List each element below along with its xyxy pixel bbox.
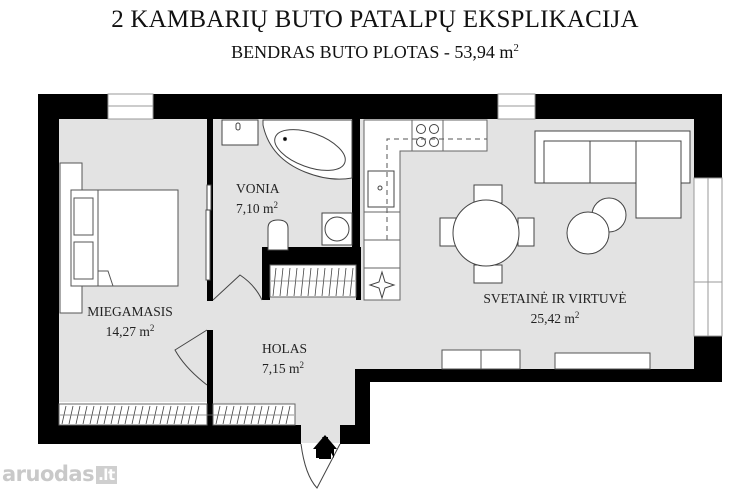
wall-closet-left <box>262 247 270 300</box>
wall-closet-right <box>356 247 361 300</box>
wall-bottom-left <box>38 425 301 444</box>
watermark-text: aruodas <box>2 462 95 486</box>
wardrobe-hatching <box>60 405 294 425</box>
washing-machine-icon <box>321 212 353 246</box>
hob-star-icon <box>368 270 396 300</box>
poufs <box>566 197 627 255</box>
room-label-holas: HOLAS 7,15 m2 <box>262 340 342 377</box>
kitchen-counter <box>363 119 488 301</box>
total-area-subtitle: BENDRAS BUTO PLOTAS - 53,94 m2 <box>0 42 750 63</box>
wall-bath-closet <box>262 247 360 265</box>
room-area: 7,15 m2 <box>262 357 342 377</box>
superscript: 2 <box>273 200 279 210</box>
room-label-vonia: VONIA 7,10 m2 <box>236 180 316 217</box>
room-area: 25,42 m2 <box>470 307 640 327</box>
area-value: 7,10 m <box>236 201 274 216</box>
toilet-icon <box>267 219 289 251</box>
area-value: 14,27 m <box>105 324 150 339</box>
total-area-text: BENDRAS BUTO PLOTAS - 53,94 m <box>231 42 514 62</box>
door-bathroom <box>212 274 263 301</box>
room-label-svetaine: SVETAINĖ IR VIRTUVĖ 25,42 m2 <box>470 290 640 327</box>
bed-icon <box>59 162 211 314</box>
room-name: VONIA <box>236 181 280 196</box>
room-name: SVETAINĖ IR VIRTUVĖ <box>483 291 627 306</box>
watermark-badge: .lt <box>96 466 117 484</box>
door-bedroom-wardrobe <box>205 209 211 281</box>
kitchen-sink-icon <box>367 170 395 208</box>
wall-top-mid <box>153 94 498 119</box>
dining-table-icon <box>439 184 535 284</box>
superscript: 2 <box>513 42 519 54</box>
walls <box>38 94 722 444</box>
area-value: 25,42 m <box>530 311 575 326</box>
bathroom-fixtures <box>206 119 353 251</box>
wall-bath-kitchen <box>352 119 360 295</box>
bathtub-icon <box>262 119 353 180</box>
wall-hall-right <box>355 369 370 444</box>
dashed-line <box>386 138 487 240</box>
room-label-miegamasis: MIEGAMASIS 14,27 m2 <box>80 303 180 340</box>
room-name: MIEGAMASIS <box>87 304 173 319</box>
superscript: 2 <box>574 310 580 320</box>
watermark-logo: aruodas.lt <box>2 462 117 486</box>
windows <box>107 93 723 337</box>
wall-right-top <box>694 94 722 178</box>
superscript: 2 <box>299 360 305 370</box>
sofa-icon <box>534 130 691 219</box>
wall-living-bottom <box>362 369 722 382</box>
tv-cabinet <box>441 349 651 370</box>
wall-top-right <box>535 94 722 119</box>
stove-icon <box>416 124 439 147</box>
area-value: 7,15 m <box>262 361 300 376</box>
door-entrance <box>300 443 341 489</box>
wardrobe <box>58 403 296 426</box>
doors <box>174 274 341 489</box>
door-bedroom <box>174 329 208 386</box>
room-area: 14,27 m2 <box>80 320 180 340</box>
plan-title: 2 KAMBARIŲ BUTO PATALPŲ EKSPLIKACIJA <box>111 6 639 33</box>
superscript: 2 <box>149 323 155 333</box>
door-bathroom-hinge <box>206 184 212 211</box>
entrance-arrow <box>315 437 335 459</box>
room-area: 7,10 m2 <box>236 197 316 217</box>
room-name: HOLAS <box>262 341 308 356</box>
wall-bed-hall <box>207 330 213 440</box>
wall-left <box>38 94 59 444</box>
